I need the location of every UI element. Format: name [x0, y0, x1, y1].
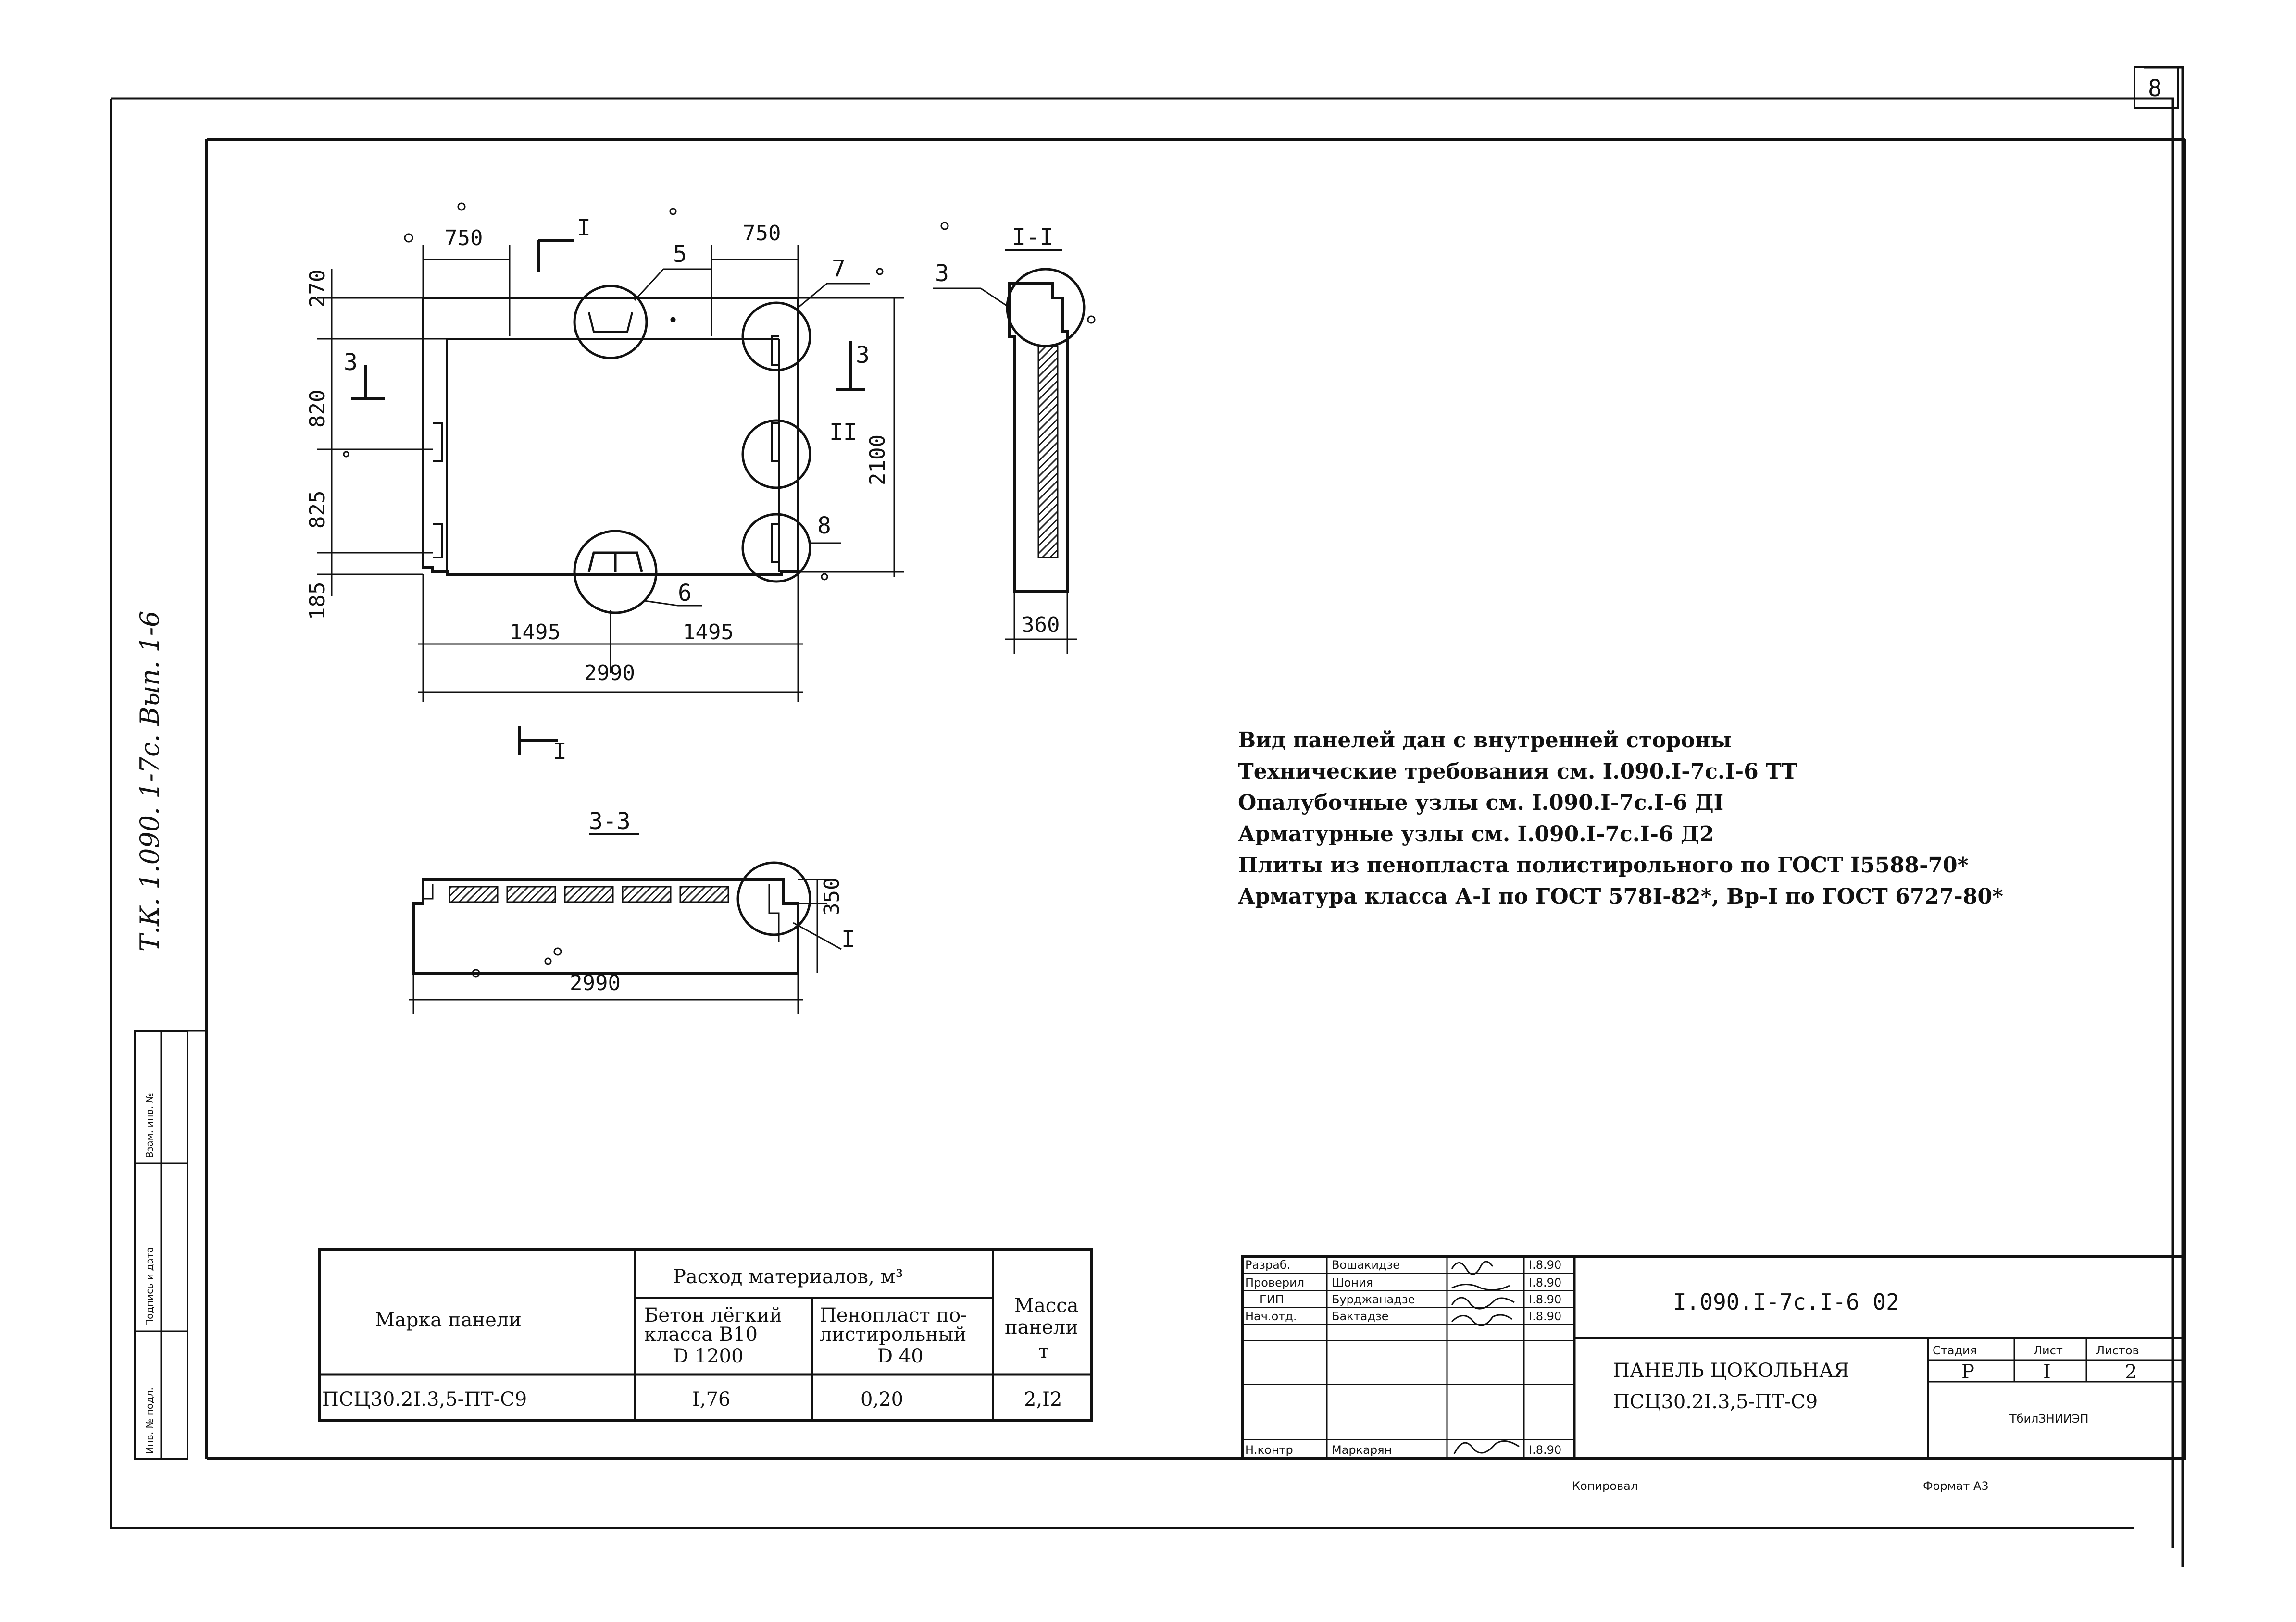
- notes-block: Вид панелей дан с внутренней стороны Тех…: [1238, 728, 2003, 909]
- tb-copied: Копировал: [1572, 1479, 1638, 1493]
- plan-section-mark-I: I: [577, 214, 591, 241]
- table-header-foam-2: листирольный: [820, 1324, 966, 1346]
- tb-role: Нач.отд.: [1245, 1310, 1297, 1323]
- section-3-view: [409, 833, 842, 1014]
- plan-dim-left-270: 270: [305, 270, 330, 308]
- table-header-foam-3: D 40: [877, 1345, 923, 1367]
- tb-date: I.8.90: [1529, 1443, 1561, 1457]
- section-3-dim-length: 2990: [570, 971, 621, 995]
- tb-name: Маркарян: [1332, 1443, 1392, 1457]
- tb-role: Н.контр: [1245, 1443, 1293, 1457]
- section-1-view: [933, 249, 1086, 654]
- tb-date: I.8.90: [1529, 1258, 1561, 1272]
- section-1-dim-width: 360: [1022, 613, 1060, 637]
- plan-dim-left-825: 825: [305, 491, 330, 529]
- table-header-foam-1: Пенопласт по-: [820, 1304, 967, 1326]
- table-cell-mass: 2,I2: [1024, 1388, 1062, 1411]
- tb-date: I.8.90: [1529, 1276, 1561, 1289]
- tb-name: Бурджанадзе: [1332, 1293, 1415, 1306]
- tb-title-line1: ПАНЕЛЬ ЦОКОЛЬНАЯ: [1613, 1360, 1849, 1382]
- plan-section-mark-I-bottom: I: [553, 738, 567, 765]
- tb-format: Формат А3: [1923, 1479, 1989, 1493]
- materials-table: [318, 1248, 1093, 1422]
- stray-marks: [343, 202, 1096, 978]
- plan-dim-top-left: 750: [445, 226, 483, 250]
- tb-date: I.8.90: [1529, 1310, 1561, 1323]
- side-document-code: Т.К. 1.090. 1-7с. Вып. 1-6: [135, 611, 165, 952]
- section-3-title: 3-3: [589, 808, 631, 835]
- plan-section-mark-3-left: 3: [344, 349, 358, 376]
- note-line: Опалубочные узлы см. I.090.I-7с.I-6 ДI: [1238, 791, 1723, 815]
- tb-name: Бактадзе: [1332, 1310, 1388, 1323]
- tb-date: I.8.90: [1529, 1293, 1561, 1306]
- table-header-mass-1: Масса: [1014, 1295, 1078, 1317]
- table-header-concrete-2: класса B10: [644, 1324, 758, 1346]
- plan-callout-II: II: [829, 419, 857, 446]
- note-line: Арматура класса А-I по ГОСТ 578I-82*, Вр…: [1238, 884, 2003, 909]
- tb-role: Проверил: [1245, 1276, 1304, 1289]
- plan-callout-8: 8: [817, 512, 831, 539]
- plan-dim-left-820: 820: [305, 390, 330, 428]
- tb-role: Разраб.: [1245, 1258, 1290, 1272]
- section-3-callout: I: [841, 926, 855, 953]
- plan-callout-6: 6: [678, 580, 692, 607]
- note-line: Плиты из пенопласта полистирольного по Г…: [1238, 853, 1969, 878]
- tb-org: ТбилЗНИИЭП: [2009, 1412, 2089, 1425]
- tb-sheet: I: [2043, 1361, 2051, 1383]
- side-cell-signature: Подпись и дата: [144, 1247, 155, 1326]
- table-header-mark: Марка панели: [375, 1309, 522, 1331]
- tb-role: ГИП: [1260, 1293, 1284, 1306]
- plan-dim-bottom-total: 2990: [584, 661, 635, 685]
- table-cell-foam: 0,20: [861, 1388, 903, 1411]
- plan-dim-bottom-right: 1495: [683, 620, 734, 644]
- tb-sheet-label: Лист: [2034, 1344, 2063, 1357]
- section-1-callout: 3: [935, 260, 949, 287]
- tb-sheets: 2: [2125, 1361, 2137, 1383]
- tb-title-line2: ПСЦ30.2I.3,5-ПТ-С9: [1613, 1391, 1818, 1413]
- note-line: Арматурные узлы см. I.090.I-7с.I-6 Д2: [1238, 822, 1714, 846]
- plan-callout-7: 7: [832, 255, 846, 282]
- plan-view: [317, 239, 904, 755]
- plan-callout-5: 5: [673, 241, 687, 268]
- plan-dim-top-right: 750: [743, 221, 781, 246]
- page-number: 8: [2148, 75, 2162, 102]
- sheet-frame: [110, 66, 2186, 1567]
- plan-dim-bottom-left: 1495: [510, 620, 561, 644]
- table-header-mass-3: т: [1038, 1340, 1049, 1362]
- tb-sheets-label: Листов: [2096, 1344, 2139, 1357]
- table-header-concrete-1: Бетон лёгкий: [644, 1304, 782, 1326]
- plan-dim-left-185: 185: [305, 582, 330, 620]
- tb-stage: Р: [1961, 1361, 1974, 1383]
- plan-dim-right: 2100: [865, 434, 890, 485]
- section-1-title: I-I: [1012, 224, 1054, 251]
- tb-name: Шония: [1332, 1276, 1373, 1289]
- table-cell-mark: ПСЦ30.2I.3,5-ПТ-С9: [322, 1388, 527, 1411]
- side-cell-inventory: Инв. № подл.: [144, 1387, 155, 1454]
- section-3-dim-height: 350: [820, 878, 844, 916]
- note-line: Технические требования см. I.090.I-7с.I-…: [1238, 759, 1797, 784]
- table-header-consumption: Расход материалов, м³: [673, 1266, 903, 1288]
- tb-stage-label: Стадия: [1933, 1344, 1977, 1357]
- table-header-concrete-3: D 1200: [673, 1345, 744, 1367]
- side-cell-replace: Взам. инв. №: [144, 1093, 155, 1158]
- tb-doc-code: I.090.I-7с.I-6 02: [1673, 1289, 1899, 1315]
- note-line: Вид панелей дан с внутренней стороны: [1238, 728, 1732, 753]
- plan-section-mark-3-right: 3: [856, 342, 870, 369]
- table-cell-concrete: I,76: [692, 1388, 730, 1411]
- table-header-mass-2: панели: [1005, 1316, 1078, 1338]
- title-block: [1241, 1255, 2186, 1460]
- tb-name: Вошакидзе: [1332, 1258, 1400, 1272]
